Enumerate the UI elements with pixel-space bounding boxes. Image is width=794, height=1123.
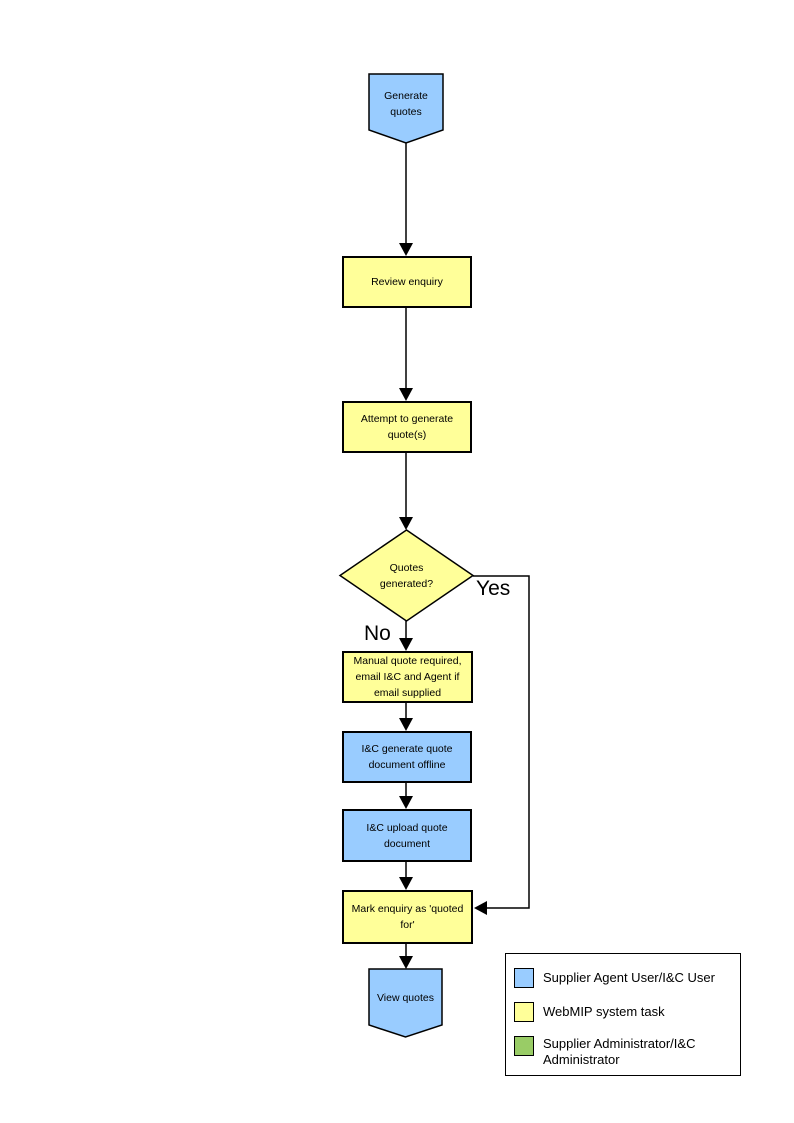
arrowhead-review [399, 243, 413, 256]
end-terminator-shape [368, 968, 443, 1038]
node-mark-enquiry-quoted-for-label: Mark enquiry as 'quoted for' [351, 903, 464, 931]
node-ic-upload-quote-document: I&C upload quote document [342, 809, 472, 862]
legend-swatch-green [514, 1036, 534, 1056]
arrowhead-upload [399, 796, 413, 809]
node-review-enquiry-label: Review enquiry [371, 276, 443, 288]
arrowhead-decision [399, 517, 413, 530]
node-manual-quote-required-label: Manual quote required, email I&C and Age… [353, 655, 462, 699]
legend-label-administrator: Supplier Administrator/I&C Administrator [543, 1036, 696, 1067]
legend-label-webmip-task: WebMIP system task [543, 1004, 665, 1019]
node-mark-enquiry-quoted-for: Mark enquiry as 'quoted for' [342, 890, 473, 944]
yes-branch-label: Yes [476, 577, 511, 600]
node-manual-quote-required: Manual quote required, email I&C and Age… [342, 651, 473, 703]
legend-item-administrator: Supplier Administrator/I&C Administrator [514, 1036, 736, 1068]
node-ic-generate-quote-offline: I&C generate quote document offline [342, 731, 472, 783]
no-branch-label: No [364, 622, 391, 645]
flow-edges [405, 143, 530, 956]
arrowhead-attempt [399, 388, 413, 401]
start-terminator-label: Generate quotes [384, 90, 428, 118]
node-ic-generate-quote-offline-label: I&C generate quote document offline [361, 743, 453, 771]
node-ic-upload-quote-document-label: I&C upload quote document [366, 821, 448, 850]
legend: Supplier Agent User/I&C User WebMIP syst… [505, 953, 741, 1076]
arrowhead-end [399, 956, 413, 969]
legend-item-webmip-task: WebMIP system task [514, 1002, 736, 1022]
legend-swatch-yellow [514, 1002, 534, 1022]
decision-label: Quotes generated? [379, 562, 434, 590]
arrowhead-yes-into-mark [474, 901, 487, 915]
start-terminator-shape [368, 73, 444, 144]
arrowhead-offline [399, 718, 413, 731]
end-terminator-label: View quotes [376, 992, 434, 1004]
legend-label-agent-user: Supplier Agent User/I&C User [543, 970, 715, 985]
legend-swatch-blue [514, 968, 534, 988]
arrowhead-manual [399, 638, 413, 651]
arrowheads [399, 243, 487, 969]
legend-item-agent-user: Supplier Agent User/I&C User [514, 968, 736, 988]
arrowhead-mark [399, 877, 413, 890]
edge-yes-branch [473, 575, 530, 909]
node-attempt-generate-quotes-label: Attempt to generate quote(s) [360, 413, 454, 441]
node-review-enquiry: Review enquiry [342, 256, 472, 308]
node-attempt-generate-quotes: Attempt to generate quote(s) [342, 401, 472, 453]
